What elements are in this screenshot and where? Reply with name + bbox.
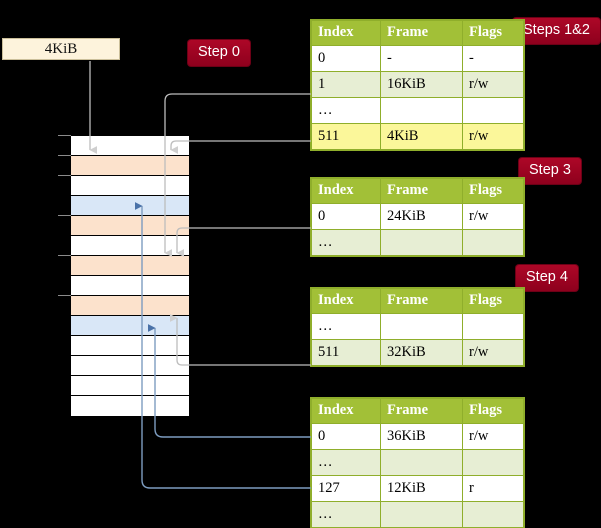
memory-boundary-tick — [58, 295, 71, 296]
table-cell-index: 0 — [311, 423, 381, 450]
table-cell-flags — [462, 229, 524, 256]
table-cell-index: 511 — [311, 123, 381, 150]
memory-frame-row — [71, 236, 189, 256]
table-cell-index: 511 — [311, 339, 381, 366]
table-cell-frame: - — [380, 45, 463, 72]
table-cell-index: … — [311, 313, 381, 340]
table-cell-flags — [462, 449, 524, 476]
column-header-flags: Flags — [462, 178, 524, 204]
table-cell-flags — [462, 97, 524, 124]
table-cell-frame: 12KiB — [380, 475, 463, 502]
table-cell-frame: 16KiB — [380, 71, 463, 98]
table-cell-frame — [380, 229, 463, 256]
table-row: … — [311, 501, 524, 528]
table-cell-index: 127 — [311, 475, 381, 502]
step-0-label: Step 0 — [198, 44, 240, 60]
table-cell-index: … — [311, 449, 381, 476]
step-3-badge: Step 3 — [519, 158, 581, 184]
memory-frame-row — [71, 376, 189, 396]
memory-frame-row — [71, 276, 189, 296]
memory-frame-row — [71, 336, 189, 356]
table-cell-frame — [380, 501, 463, 528]
table-cell-flags: r/w — [462, 123, 524, 150]
table-cell-flags — [462, 313, 524, 340]
memory-frame-row — [71, 356, 189, 376]
table-row: … — [311, 313, 524, 340]
table-cell-frame — [380, 313, 463, 340]
step-3-label: Step 3 — [529, 162, 571, 178]
table-cell-frame: 4KiB — [380, 123, 463, 150]
table-cell-frame — [380, 97, 463, 124]
column-header-frame: Frame — [380, 178, 463, 204]
table-cell-flags — [462, 501, 524, 528]
table-cell-index: … — [311, 501, 381, 528]
step-4-badge: Step 4 — [516, 265, 578, 291]
table-cell-frame: 32KiB — [380, 339, 463, 366]
column-header-index: Index — [311, 398, 381, 424]
memory-frame-row — [71, 256, 189, 276]
table-cell-flags: r/w — [462, 423, 524, 450]
table-row: … — [311, 229, 524, 256]
source-frame-label: 4KiB — [44, 40, 78, 57]
table-cell-frame: 36KiB — [380, 423, 463, 450]
memory-frame-row — [71, 216, 189, 236]
memory-column — [70, 135, 190, 416]
memory-frame-row — [71, 156, 189, 176]
memory-boundary-tick — [58, 155, 71, 156]
table-cell-flags: r/w — [462, 339, 524, 366]
step-4-label: Step 4 — [526, 269, 568, 285]
table-row: … — [311, 97, 524, 124]
column-header-index: Index — [311, 178, 381, 204]
column-header-frame: Frame — [380, 398, 463, 424]
table-cell-flags: r/w — [462, 203, 524, 230]
table-cell-index: … — [311, 97, 381, 124]
memory-frame-row — [71, 196, 189, 216]
steps-1-2-label: Steps 1&2 — [523, 22, 590, 38]
memory-frame-row — [71, 316, 189, 336]
table-cell-flags: - — [462, 45, 524, 72]
table-cell-index: 0 — [311, 45, 381, 72]
table-cell-flags: r — [462, 475, 524, 502]
memory-frame-row — [71, 136, 189, 156]
table-cell-frame — [380, 449, 463, 476]
memory-frame-row — [71, 396, 189, 416]
column-header-flags: Flags — [462, 398, 524, 424]
table-cell-flags: r/w — [462, 71, 524, 98]
column-header-index: Index — [311, 20, 381, 46]
memory-boundary-tick — [58, 135, 71, 136]
memory-frame-row — [71, 296, 189, 316]
column-header-flags: Flags — [462, 20, 524, 46]
column-header-frame: Frame — [380, 288, 463, 314]
table-cell-index: … — [311, 229, 381, 256]
table-row: 0-- — [311, 45, 524, 72]
memory-boundary-tick — [58, 255, 71, 256]
table-cell-frame: 24KiB — [380, 203, 463, 230]
table-cell-index: 0 — [311, 203, 381, 230]
memory-frame-row — [71, 176, 189, 196]
column-header-index: Index — [311, 288, 381, 314]
table-cell-index: 1 — [311, 71, 381, 98]
column-header-frame: Frame — [380, 20, 463, 46]
table-row: … — [311, 449, 524, 476]
column-header-flags: Flags — [462, 288, 524, 314]
steps-1-2-badge: Steps 1&2 — [513, 18, 600, 44]
step-0-badge: Step 0 — [188, 40, 250, 66]
source-frame-box: 4KiB — [2, 38, 120, 60]
memory-boundary-tick — [58, 215, 71, 216]
memory-boundary-tick — [58, 175, 71, 176]
